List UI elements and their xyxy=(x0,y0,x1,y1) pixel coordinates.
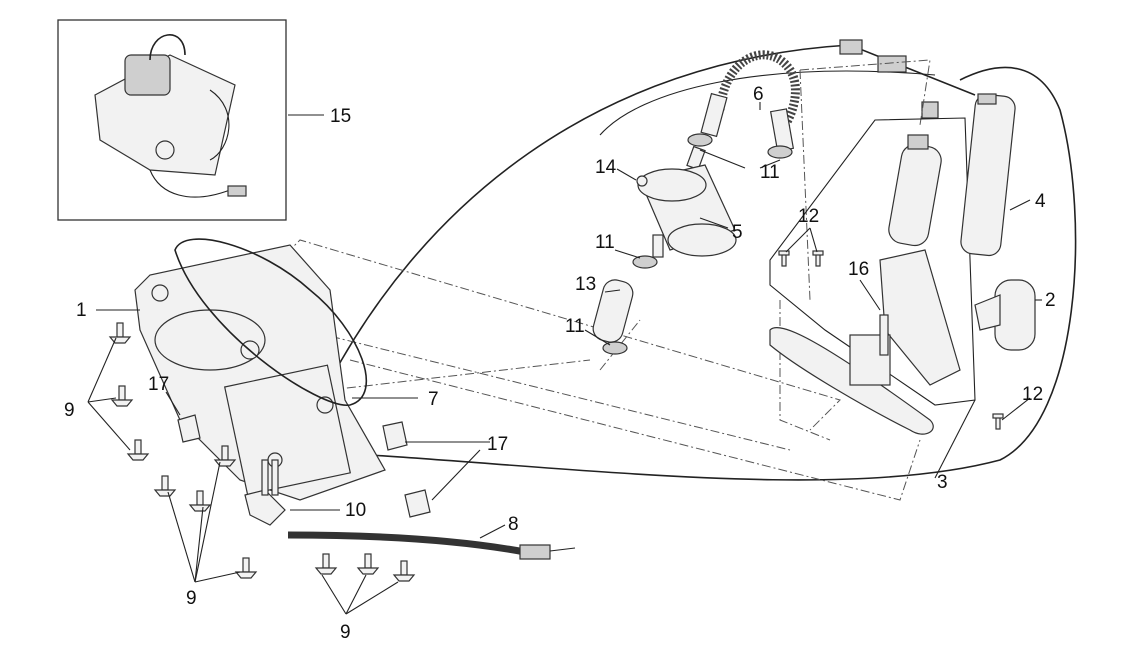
leader-lines xyxy=(87,102,1042,615)
callout-17a: 17 xyxy=(148,374,169,395)
callout-12a: 12 xyxy=(798,206,819,227)
small-fitting xyxy=(636,175,648,187)
inset-assembly-view xyxy=(57,19,287,221)
sensor-housing xyxy=(974,279,1036,351)
callout-2: 2 xyxy=(1045,290,1056,311)
clamp xyxy=(602,341,628,355)
callout-10: 10 xyxy=(345,500,366,521)
hose-section xyxy=(592,279,634,343)
clamp xyxy=(632,255,658,269)
callout-5: 5 xyxy=(732,222,743,243)
callout-7: 7 xyxy=(428,389,439,410)
callout-3: 3 xyxy=(937,472,948,493)
callout-15: 15 xyxy=(330,106,351,127)
callout-9a: 9 xyxy=(64,400,75,421)
callout-6: 6 xyxy=(753,84,764,105)
rubber-block xyxy=(382,421,408,451)
callout-9c: 9 xyxy=(340,622,351,643)
flange-plate xyxy=(134,244,386,501)
callout-14: 14 xyxy=(595,157,617,178)
o-ring xyxy=(174,238,367,406)
callout-8: 8 xyxy=(508,514,519,535)
connector-harness xyxy=(244,459,576,560)
callout-1: 1 xyxy=(76,300,87,321)
level-sensor xyxy=(960,93,1016,257)
callout-labels: 15 1 9 17 7 17 10 8 9 9 6 14 11 5 11 13 … xyxy=(64,84,1056,643)
callout-9b: 9 xyxy=(186,588,197,609)
rubber-block xyxy=(404,489,431,518)
callout-12b: 12 xyxy=(1022,384,1043,405)
clamp xyxy=(687,133,713,147)
fuel-filter xyxy=(637,145,737,258)
screws xyxy=(108,322,416,582)
callout-13: 13 xyxy=(575,274,596,295)
fuel-pump-assembly xyxy=(769,117,976,435)
wiring xyxy=(319,39,1077,481)
hose xyxy=(700,50,800,152)
callout-17b: 17 xyxy=(487,434,508,455)
callout-4: 4 xyxy=(1035,191,1046,212)
rubber-block xyxy=(177,414,201,443)
callout-11a: 11 xyxy=(760,162,780,183)
callout-11b: 11 xyxy=(595,232,615,253)
callout-11c: 11 xyxy=(565,316,585,337)
clamp xyxy=(767,145,793,159)
callout-16: 16 xyxy=(848,259,869,280)
small-screws xyxy=(778,250,1004,430)
